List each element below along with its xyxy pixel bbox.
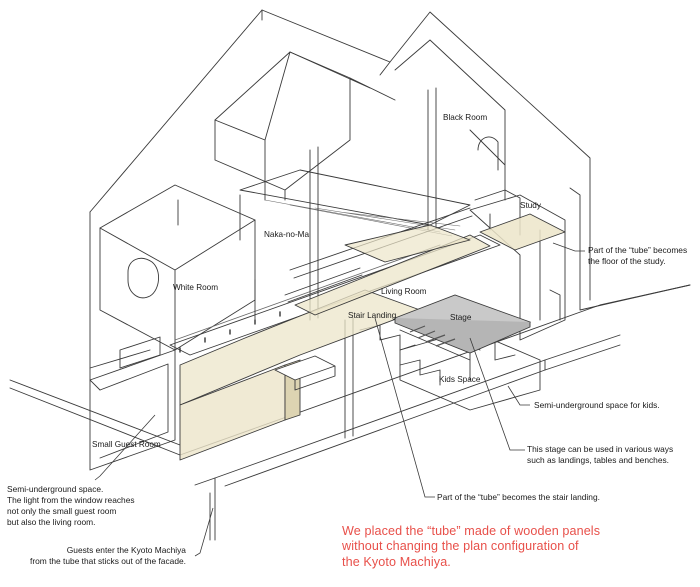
guest-room-stair — [89, 336, 161, 369]
annotation-semi-guest: Semi-underground space. The light from t… — [7, 484, 135, 528]
annotation-line: This stage can be used in various ways — [527, 444, 674, 454]
upper-slab-joists — [264, 199, 461, 237]
small-guest-room-label: Small Guest Room — [92, 440, 161, 449]
attic-gable-front — [214, 51, 291, 201]
annotation-line: Part of the “tube” becomes the stair lan… — [437, 492, 600, 502]
caption-line: the Kyoto Machiya. — [342, 554, 451, 569]
annotation-line: the floor of the study. — [588, 256, 666, 266]
tube-naka-floor — [344, 224, 471, 263]
foundation-front — [214, 359, 546, 487]
middle-floor-band — [169, 234, 501, 356]
column-2 — [344, 317, 354, 439]
roof-ridge-line — [261, 9, 391, 76]
annotation-line: such as landings, tables and benches. — [527, 455, 670, 465]
white-room-inner — [177, 194, 241, 241]
black-room-volume — [394, 39, 506, 201]
tube-band-upper — [294, 234, 491, 316]
annotation-line: Semi-underground space for kids. — [534, 400, 660, 410]
guest-room-inner — [99, 363, 169, 459]
leader-kids — [507, 385, 530, 406]
stage-edge — [394, 318, 531, 354]
roof-outline — [89, 9, 591, 301]
upper-slab — [239, 169, 471, 226]
white-room-window — [127, 258, 159, 299]
annotation-entrance: Guests enter the Kyoto Machiya from the … — [30, 545, 186, 567]
leader-lines — [94, 242, 585, 557]
leader-semi-guest — [94, 414, 156, 481]
tube-opening-inner — [294, 366, 336, 391]
study-box — [469, 194, 566, 341]
annotation-line: The light from the window reaches — [7, 495, 135, 505]
guest-room-box — [89, 349, 176, 471]
leader-stage — [469, 337, 525, 451]
annotation-line: Guests enter the Kyoto Machiya — [66, 545, 186, 555]
caption-line: We placed the “tube” made of wooden pane… — [342, 524, 601, 538]
kids-space-label: Kids Space — [439, 375, 481, 384]
foundation-right — [544, 334, 621, 371]
living-room-label: Living Room — [381, 287, 427, 296]
annotation-semi-kids: Semi-underground space for kids. — [534, 400, 660, 411]
white-room-label: White Room — [173, 283, 219, 292]
caption: We placed the “tube” made of wooden pane… — [342, 524, 672, 570]
tube-study-floor — [479, 213, 566, 251]
middle-floor-posts — [179, 311, 281, 353]
annotation-line: but also the living room. — [7, 517, 96, 527]
annotation-line: Semi-underground space. — [7, 484, 104, 494]
ground-line-front — [179, 284, 691, 456]
party-wall-left — [89, 211, 101, 391]
leader-entrance — [194, 507, 214, 557]
study-bench — [474, 189, 521, 236]
stage-slats — [409, 325, 456, 347]
annotation-line: from the tube that sticks out of the fac… — [30, 556, 186, 566]
black-room-label: Black Room — [443, 113, 488, 122]
tube-stair-landing — [179, 213, 566, 461]
attic-gable — [214, 51, 351, 191]
annotation-line: Part of the “tube” becomes — [588, 245, 688, 255]
stage-label: Stage — [450, 313, 472, 322]
attic-lines — [289, 51, 396, 101]
caption-line: without changing the plan configuration … — [342, 539, 579, 554]
column-1 — [309, 146, 319, 321]
study-label: Study — [520, 201, 541, 210]
beam-2 — [284, 267, 363, 303]
stage-platform — [393, 294, 532, 354]
middle-floor-rail — [174, 244, 441, 341]
leader-study — [552, 242, 585, 252]
annotation-tube-landing: Part of the “tube” becomes the stair lan… — [437, 492, 600, 503]
column-3 — [427, 87, 437, 231]
stair-landing-label: Stair Landing — [348, 311, 397, 320]
leader-landing — [374, 317, 435, 498]
white-room-box — [99, 184, 256, 351]
ground-line-left — [9, 379, 181, 456]
annotation-tube-study: Part of the “tube” becomes the floor of … — [588, 245, 687, 267]
annotation-line: not only the small guest room — [7, 506, 117, 516]
foundation-left — [194, 477, 216, 541]
white-room-front — [99, 219, 256, 351]
naka-no-ma-label: Naka-no-Ma — [264, 230, 310, 239]
annotation-stage-uses: This stage can be used in various ways s… — [527, 444, 673, 466]
study-inner — [539, 229, 561, 321]
